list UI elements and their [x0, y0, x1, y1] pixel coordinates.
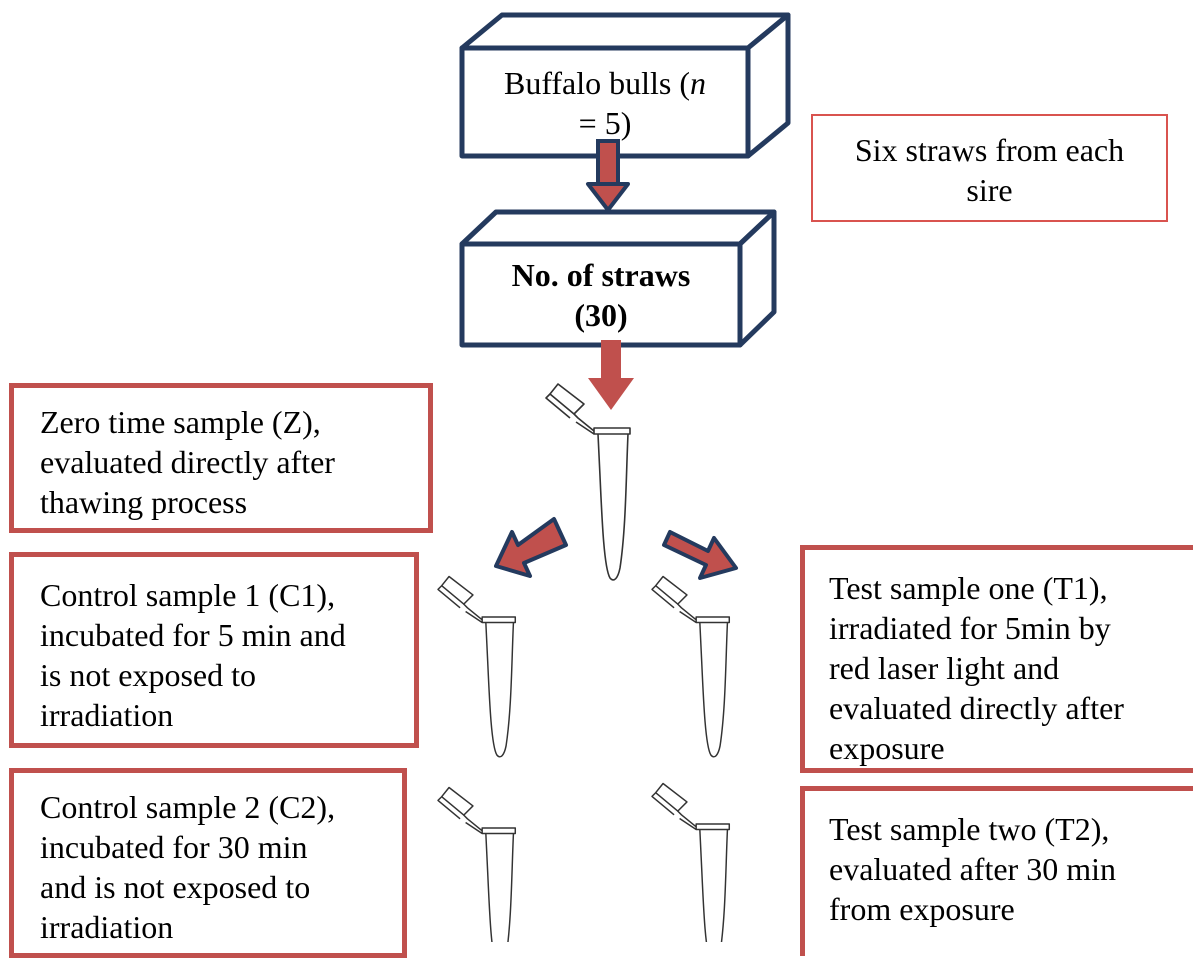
- zero-sample-text: Zero time sample (Z), evaluated directly…: [40, 404, 335, 520]
- tube-icon-c1-path: [463, 603, 483, 621]
- straws-label-text: No. of straws (30): [511, 257, 691, 333]
- tube-icon-t1: [651, 575, 731, 758]
- tube-icon-t1-path: [654, 575, 688, 605]
- tube-icon-c2-path: [485, 833, 515, 942]
- navy-arrow-down: [586, 139, 630, 212]
- tube-icon-center: [545, 383, 631, 581]
- control2-box: Control sample 2 (C2), incubated for 30 …: [9, 768, 407, 958]
- control1-box: Control sample 1 (C1), incubated for 5 m…: [9, 552, 419, 748]
- bulls-label-n: n: [690, 65, 707, 101]
- tube-icon-c1-path: [437, 585, 461, 609]
- tube-icon-c1: [437, 575, 517, 758]
- bulls-cube-front: [459, 45, 751, 159]
- tube-icon-c2-path: [465, 821, 483, 835]
- tube-icon-c2-path: [437, 796, 461, 820]
- tube-icon-t2-path: [677, 810, 697, 828]
- arrow-to-test: [662, 530, 738, 580]
- tube-icon-c2: [437, 786, 517, 942]
- tube-icon-center-path: [575, 421, 595, 435]
- tube-icon-t2-rect: [695, 823, 731, 831]
- test2-text: Test sample two (T2), evaluated after 30…: [829, 811, 1116, 927]
- tube-icon-t1-path: [699, 622, 729, 758]
- tube-icon-c2-rect: [481, 827, 517, 835]
- tube-icon-t2-path: [651, 792, 675, 816]
- tube-icon-t1-path: [651, 585, 675, 609]
- test2-box: Test sample two (T2), evaluated after 30…: [800, 786, 1193, 956]
- straws-note-box: Six straws from each sire: [811, 114, 1168, 222]
- tube-icon-c1-path: [485, 622, 515, 758]
- bulls-cube: [459, 12, 791, 159]
- tube-icon-center-path: [549, 383, 585, 415]
- bulls-cube-top: [459, 12, 791, 51]
- tube-icon-t1-path: [677, 603, 697, 621]
- tube-icon-c1-rect: [481, 616, 517, 624]
- control2-text: Control sample 2 (C2), incubated for 30 …: [40, 789, 336, 945]
- tubes-group: [437, 383, 731, 942]
- arrow-to-control: [494, 517, 568, 578]
- test1-text: Test sample one (T1), irradiated for 5mi…: [829, 570, 1124, 766]
- red-arrow-down: [588, 340, 634, 410]
- straws-note-text: Six straws from each sire: [854, 132, 1125, 208]
- straws-label: No. of straws (30): [470, 250, 732, 340]
- tube-icon-t2-path: [699, 829, 729, 942]
- tube-icon-t1-rect: [695, 616, 731, 624]
- tube-icon-center-rect: [593, 427, 631, 435]
- bulls-label-part1: Buffalo bulls (: [503, 65, 691, 101]
- tube-icon-c2-path: [463, 814, 483, 832]
- straws-cube: [459, 209, 777, 348]
- test1-box: Test sample one (T1), irradiated for 5mi…: [800, 545, 1193, 773]
- control1-text: Control sample 1 (C1), incubated for 5 m…: [40, 577, 346, 733]
- tube-icon-c1-path: [465, 610, 483, 624]
- tube-icon-center-path: [597, 433, 629, 581]
- tube-icon-center-path: [573, 413, 595, 432]
- tube-icon-t2: [651, 782, 731, 942]
- bulls-label-part2: = 5): [578, 105, 632, 141]
- bulls-label: Buffalo bulls (n = 5): [470, 56, 740, 150]
- tube-icon-t2-path: [679, 817, 697, 831]
- straws-cube-top: [459, 209, 777, 247]
- tube-icon-c1-path: [440, 575, 474, 605]
- tube-icon-center-path: [545, 393, 571, 419]
- tube-icon-c2-path: [440, 786, 474, 816]
- tube-icon-t2-path: [654, 782, 688, 812]
- tube-icon-t1-path: [679, 610, 697, 624]
- zero-sample-box: Zero time sample (Z), evaluated directly…: [9, 383, 433, 533]
